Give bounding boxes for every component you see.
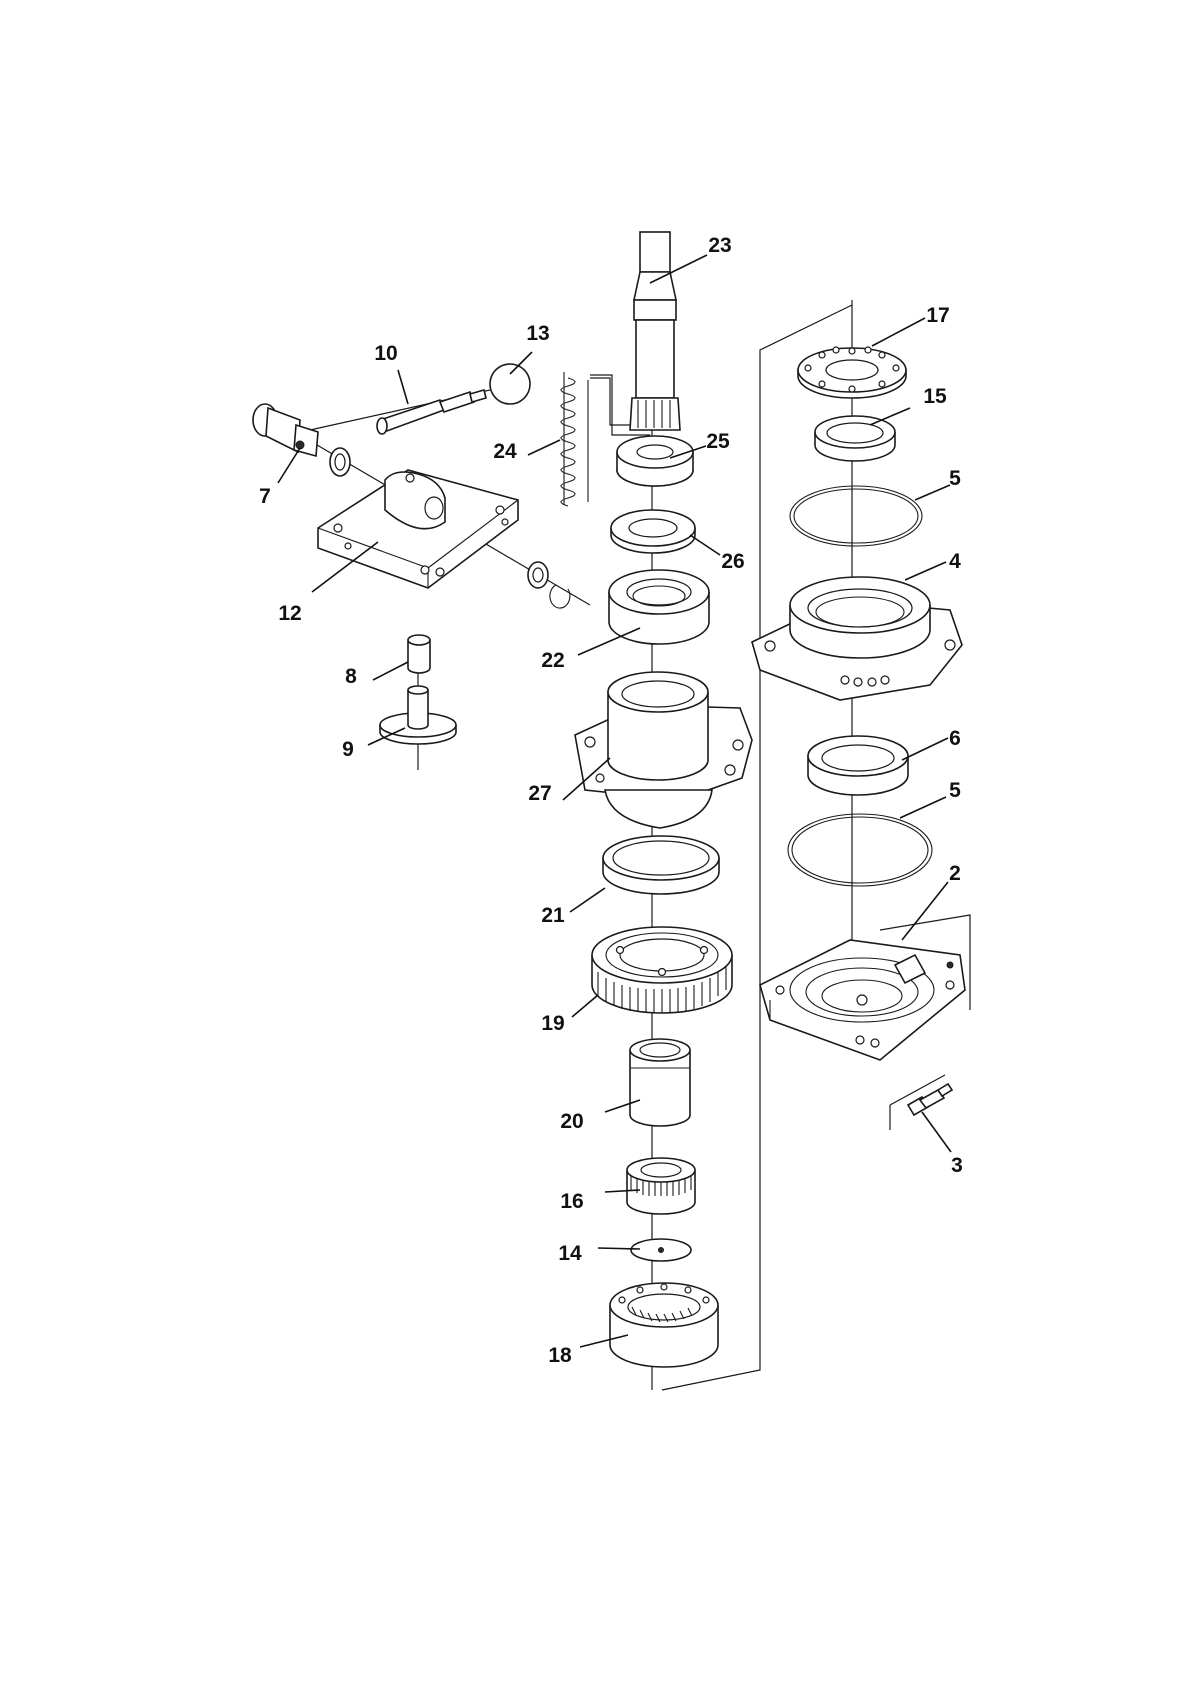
part-8-bushing	[408, 635, 430, 673]
callout-5-lower: 5	[949, 779, 961, 802]
callout-7: 7	[259, 485, 271, 508]
part-23-shaft	[630, 232, 680, 430]
callout-2: 2	[949, 862, 961, 885]
part-6-seal-ring	[808, 736, 908, 795]
callout-21: 21	[541, 904, 565, 927]
part-20-sleeve	[630, 1039, 690, 1126]
part-12-cover-plate	[318, 470, 518, 588]
callout-23: 23	[708, 234, 731, 257]
part-9-pin	[380, 686, 456, 744]
callout-9: 9	[342, 738, 354, 761]
callout-25: 25	[706, 430, 730, 453]
part-3-fitting	[890, 1075, 952, 1130]
callout-27: 27	[528, 782, 551, 805]
circlip	[550, 585, 570, 608]
callout-14: 14	[558, 1242, 582, 1265]
bushing-left	[330, 448, 350, 476]
part-22-bearing	[609, 570, 709, 644]
part-25-thrust-washer	[617, 436, 693, 486]
callout-20: 20	[560, 1110, 583, 1133]
part-21-ring	[603, 836, 719, 894]
callout-12: 12	[278, 602, 301, 625]
part-26-washer	[611, 510, 695, 553]
part-19-gear	[592, 927, 732, 1013]
part-24-spring	[561, 372, 588, 506]
part-15-seal	[815, 416, 895, 461]
part-27-housing	[575, 672, 752, 828]
callout-8: 8	[345, 665, 357, 688]
callout-18: 18	[548, 1344, 572, 1367]
part-13-ball	[490, 364, 530, 404]
part-18-ring-gear	[610, 1283, 718, 1367]
callout-16: 16	[560, 1190, 583, 1213]
callout-3: 3	[951, 1154, 963, 1177]
callout-26: 26	[721, 550, 744, 573]
callout-24: 24	[493, 440, 517, 463]
callout-19: 19	[541, 1012, 564, 1035]
part-7-yoke	[253, 404, 318, 456]
callout-15: 15	[923, 385, 947, 408]
part-14-shim	[631, 1239, 691, 1261]
part-2-base-plate	[760, 940, 965, 1060]
callout-17: 17	[926, 304, 949, 327]
callout-4: 4	[949, 550, 961, 573]
part-4-bearing-housing	[752, 577, 962, 700]
part-16-splined-hub	[627, 1158, 695, 1214]
callout-10: 10	[374, 342, 397, 365]
callout-5-upper: 5	[949, 467, 961, 490]
callout-13: 13	[526, 322, 549, 345]
callout-22: 22	[541, 649, 564, 672]
part-17-flange-plate	[798, 347, 906, 398]
bushing-right	[528, 562, 548, 588]
callout-6: 6	[949, 727, 961, 750]
part-5-o-ring-lower	[788, 814, 932, 886]
part-5-o-ring-upper	[790, 486, 922, 546]
